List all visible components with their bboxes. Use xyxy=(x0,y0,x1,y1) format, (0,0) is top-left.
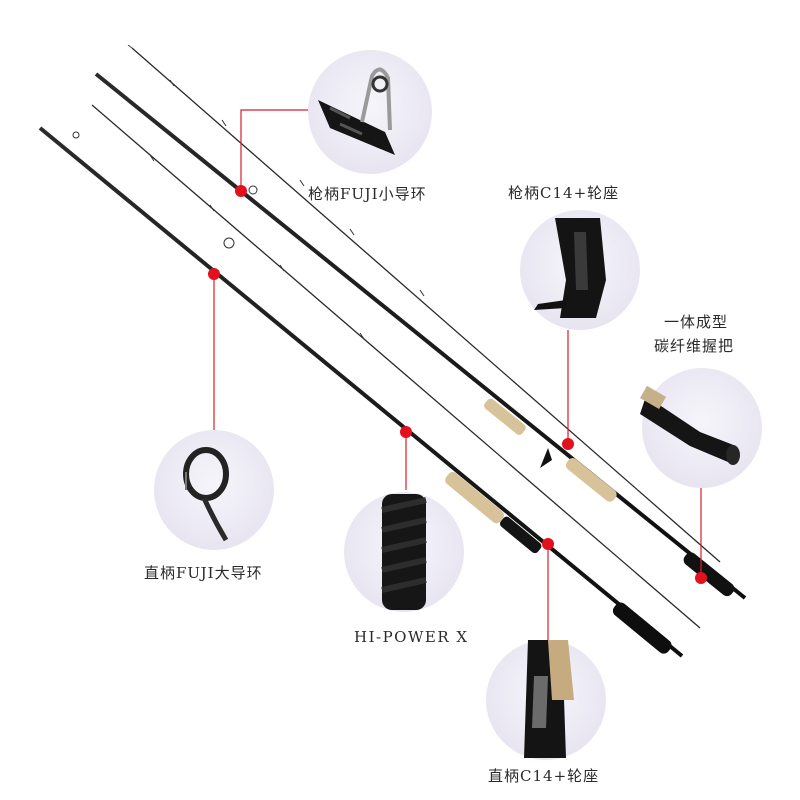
small-guide-icon xyxy=(360,67,392,131)
label-pistol-c14-seat: 枪柄C14+轮座 xyxy=(508,184,620,202)
label-straight-c14-seat: 直柄C14+轮座 xyxy=(488,767,600,785)
rod-4-butt xyxy=(612,602,672,654)
detail-pistol-c14-seat xyxy=(520,210,640,330)
rod-3-thin-tip xyxy=(91,104,701,629)
label-carbon-grip-line1: 一体成型 xyxy=(664,313,729,331)
rod-2-cork-rear-grip xyxy=(565,458,617,502)
rod-guides xyxy=(72,79,425,340)
dot-pistol-fuji-guide xyxy=(235,185,247,197)
dot-straight-c14-seat xyxy=(542,538,554,550)
rod-2-trigger xyxy=(540,448,552,468)
detail-carbon-grip xyxy=(640,368,762,488)
callout-lines xyxy=(213,109,702,640)
dot-straight-fuji-guide xyxy=(208,268,220,280)
dot-hipower xyxy=(400,426,412,438)
rod-1-thin-tip xyxy=(127,44,721,563)
label-straight-fuji-guide: 直柄FUJI大导环 xyxy=(144,564,263,582)
label-carbon-grip-line2: 碳纤维握把 xyxy=(654,337,735,355)
detail-straight-c14-seat xyxy=(486,640,606,760)
label-pistol-fuji-guide: 枪柄FUJI小导环 xyxy=(308,185,427,203)
detail-straight-fuji-guide xyxy=(154,430,274,550)
label-hipower: HI-POWER X xyxy=(354,628,469,646)
rod-2-cork-fore-grip xyxy=(484,398,526,435)
rod-4-reel-seat xyxy=(499,516,542,554)
rod-4-straight-grip xyxy=(38,126,684,658)
rod-2-pistol-grip xyxy=(94,72,747,600)
dot-carbon-grip xyxy=(695,572,707,584)
callout-dots xyxy=(208,185,707,584)
rod-4-cork-grip xyxy=(445,472,504,524)
detail-hipower xyxy=(344,492,464,612)
dot-pistol-c14-seat xyxy=(562,438,574,450)
detail-pistol-fuji-guide xyxy=(308,50,432,174)
rod-2-butt xyxy=(683,552,735,597)
